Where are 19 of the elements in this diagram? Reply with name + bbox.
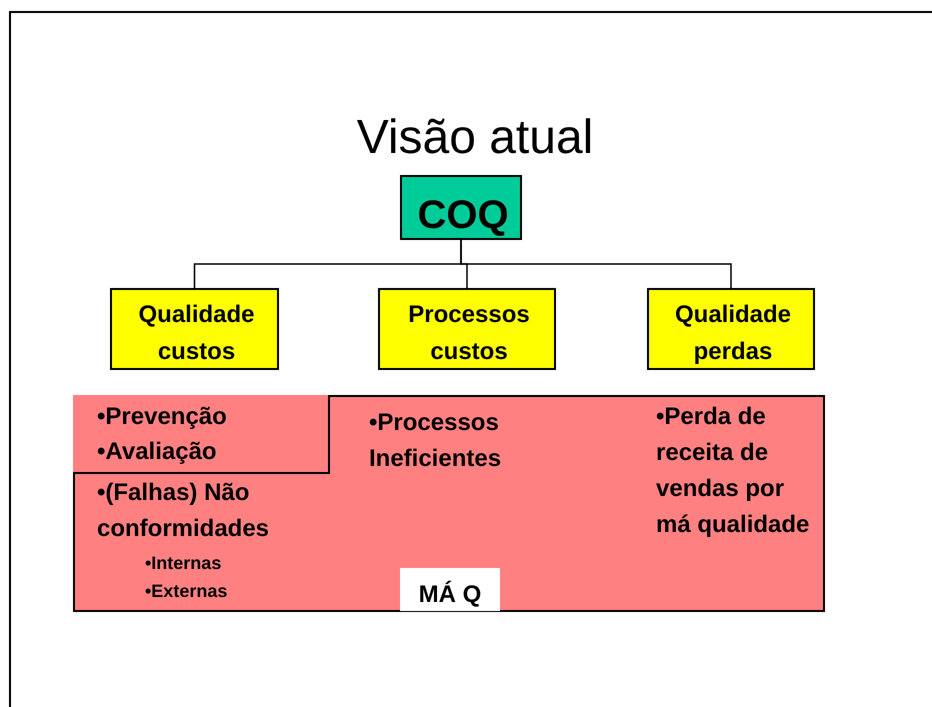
box-label: Qualidade custos	[137, 300, 256, 367]
bullet-text: •Avaliação	[97, 437, 218, 467]
bullet-text: •Processos Ineficientes	[369, 408, 502, 474]
root-box	[400, 175, 522, 240]
bullet-text: •Externas	[145, 580, 228, 603]
box-label: COQ	[416, 192, 510, 239]
category-box	[647, 288, 815, 370]
box-label: Processos custos	[407, 300, 531, 367]
connector-line	[460, 240, 732, 288]
title: Visão atual	[356, 110, 594, 166]
box-label: MÁ Q	[418, 580, 482, 610]
label-tag	[400, 568, 500, 611]
bullet-text: •Perda de receita de vendas por má qualidade	[656, 402, 810, 540]
category-box	[110, 288, 279, 370]
bullet-text: •Prevenção	[97, 402, 228, 432]
bullet-text: •(Falhas) Não conformidades	[97, 478, 270, 544]
bullet-text: •Internas	[145, 552, 222, 575]
category-box	[378, 288, 556, 370]
box-label: Qualidade perdas	[674, 300, 792, 367]
